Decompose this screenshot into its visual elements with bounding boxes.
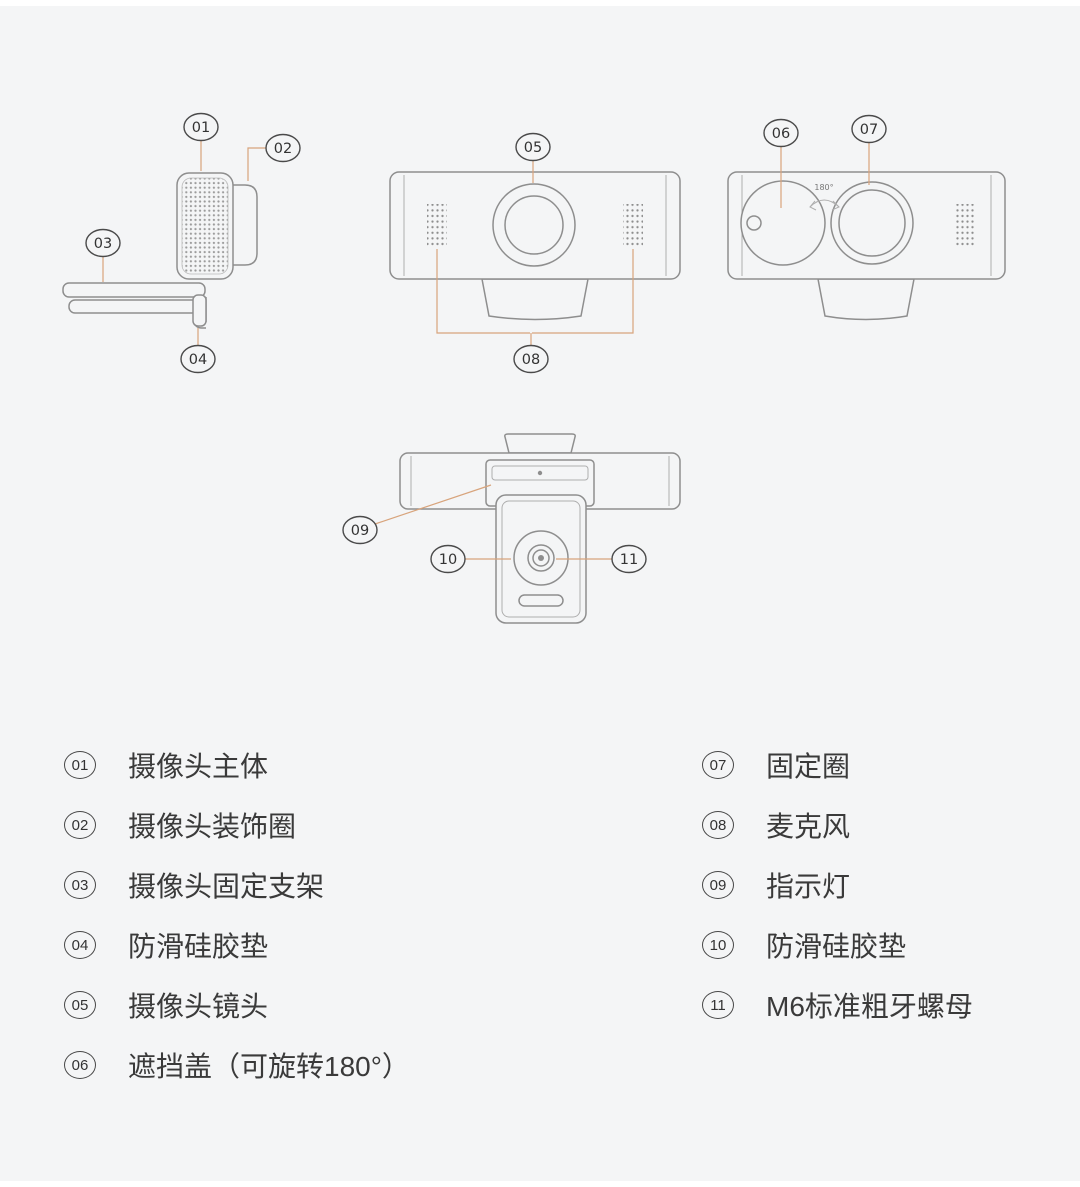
legend-label-03: 摄像头固定支架 [128,871,325,902]
legend-item-01: 01 摄像头主体 [64,744,410,786]
callout-02-number: 02 [274,141,292,157]
bottom-view-drawing [399,433,681,624]
privacy-cover-disc [740,180,826,266]
camera-body-halftone [181,177,229,275]
legend-number-03: 03 [64,871,96,899]
privacy-cover-hole [746,215,762,231]
callout-08: 08 [436,249,634,374]
decorative-ring-outline [233,184,258,266]
legend-item-10: 10 防滑硅胶垫 [702,924,973,966]
bracket-lower-jaw [68,299,199,314]
callout-10: 10 [430,544,511,574]
legend-number-06: 06 [64,1051,96,1079]
legend-item-09: 09 指示灯 [702,864,973,906]
callout-05: 05 [515,132,551,183]
cover-stand [817,278,915,321]
cover-view-drawing: 180° [727,171,1006,321]
legend-label-04: 防滑硅胶垫 [128,931,269,962]
rotation-arrowhead-right [831,200,840,211]
bracket-pad [192,294,207,327]
legend-left-column: 01 摄像头主体 02 摄像头装饰圈 03 摄像头固定支架 04 防滑硅胶垫 0… [64,744,410,1104]
legend-number-07: 07 [702,751,734,779]
indicator-light-dot [537,470,543,476]
legend-number-10: 10 [702,931,734,959]
legend-item-08: 08 麦克风 [702,804,973,846]
mic-grid-right [623,204,643,246]
nut-outer [527,544,555,572]
diagram-panel: 180° 01 02 [0,6,1080,1181]
lens-inner-ring [504,195,564,255]
legend-number-04: 04 [64,931,96,959]
rotation-arrowhead-left [809,200,817,211]
rotation-angle-label: 180° [814,183,833,192]
legend-number-08: 08 [702,811,734,839]
bracket-upper-arm [62,282,206,298]
nut-mid [532,549,550,567]
callout-06: 06 [763,118,799,208]
legend-number-02: 02 [64,811,96,839]
callout-07-number: 07 [860,122,878,138]
callout-11-number: 11 [620,552,638,568]
legend-label-10: 防滑硅胶垫 [766,931,907,962]
side-view-drawing [62,172,258,329]
legend-label-11: M6标准粗牙螺母 [766,991,973,1022]
legend-label-05: 摄像头镜头 [128,991,269,1022]
lens-outer-ring [492,183,576,267]
callout-05-number: 05 [524,140,542,156]
callout-09: 09 [342,484,492,545]
legend: 01 摄像头主体 02 摄像头装饰圈 03 摄像头固定支架 04 防滑硅胶垫 0… [0,744,1080,1164]
legend-label-02: 摄像头装饰圈 [128,811,297,842]
hinge-bar [491,465,589,481]
callout-06-number: 06 [772,126,790,142]
callout-09-number: 09 [351,523,369,539]
callout-03-number: 03 [94,236,112,252]
callout-08-number: 08 [522,352,540,368]
legend-right-column: 07 固定圈 08 麦克风 09 指示灯 10 防滑硅胶垫 11 M6标准粗牙螺… [702,744,973,1044]
callout-02: 02 [247,133,301,181]
stand-slot [518,594,564,607]
legend-item-03: 03 摄像头固定支架 [64,864,410,906]
product-diagram: 180° 01 02 [62,112,1006,624]
bottom-top-tab [504,433,576,454]
legend-label-06: 遮挡盖（可旋转180°） [128,1051,410,1082]
front-view-drawing [389,171,681,321]
callout-07: 07 [851,114,887,185]
legend-number-11: 11 [702,991,734,1019]
legend-number-05: 05 [64,991,96,1019]
fixing-ring-outer [830,181,914,265]
mic-grid-cover-view [956,204,976,246]
callout-04-number: 04 [189,352,207,368]
legend-item-05: 05 摄像头镜头 [64,984,410,1026]
fixing-ring-inner [838,189,906,257]
nut-center [538,555,544,561]
mic-grid-left [427,204,447,246]
legend-number-09: 09 [702,871,734,899]
legend-label-07: 固定圈 [766,751,851,782]
legend-item-11: 11 M6标准粗牙螺母 [702,984,973,1026]
legend-label-01: 摄像头主体 [128,751,269,782]
callout-01: 01 [183,112,219,171]
legend-label-09: 指示灯 [766,871,851,902]
legend-item-04: 04 防滑硅胶垫 [64,924,410,966]
legend-label-08: 麦克风 [766,811,851,842]
front-stand [481,278,589,321]
legend-item-06: 06 遮挡盖（可旋转180°） [64,1044,410,1086]
legend-number-01: 01 [64,751,96,779]
callout-10-number: 10 [439,552,457,568]
callout-01-number: 01 [192,120,210,136]
callout-03: 03 [85,228,121,282]
legend-item-02: 02 摄像头装饰圈 [64,804,410,846]
front-body-outline [389,171,681,280]
callout-11: 11 [556,544,647,574]
legend-item-07: 07 固定圈 [702,744,973,786]
callout-04: 04 [180,328,216,374]
